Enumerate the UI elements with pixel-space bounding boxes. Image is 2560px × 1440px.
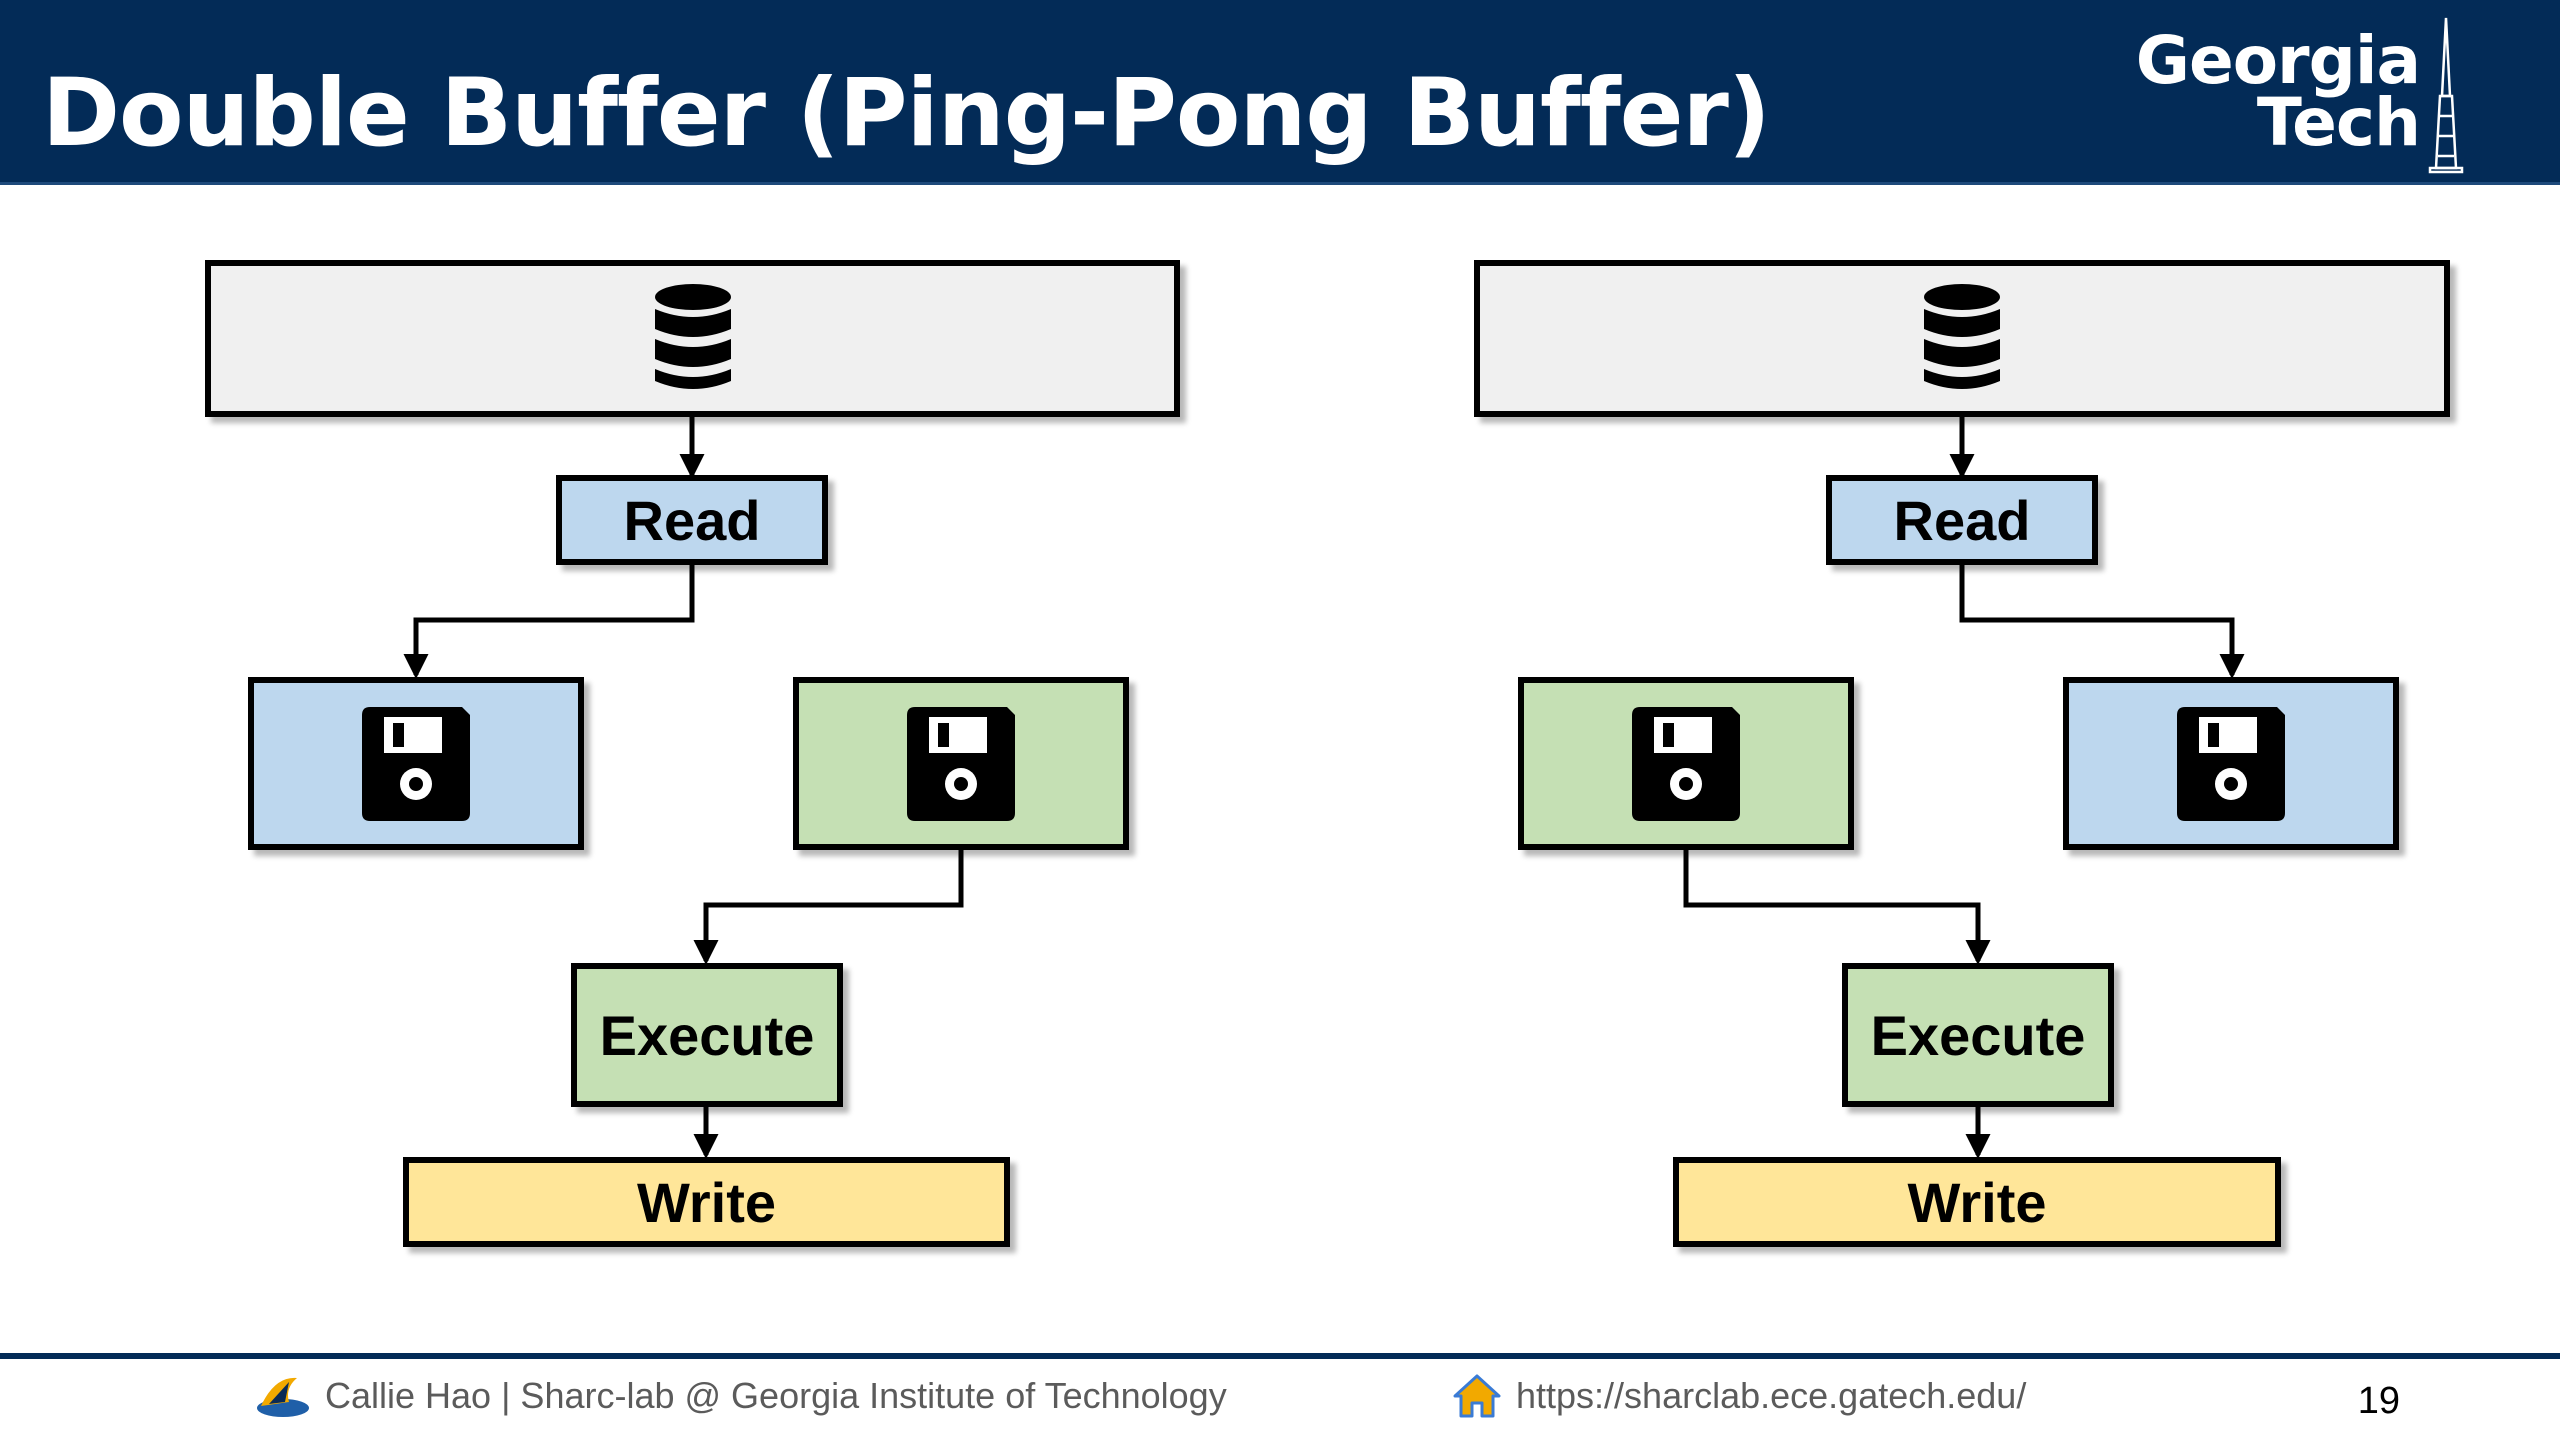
footer-credit: Callie Hao | Sharc-lab @ Georgia Institu… [255,1368,1227,1424]
left-storage-box [205,260,1180,417]
left-execute-label: Execute [599,1003,815,1067]
floppy-disk-icon [1632,706,1740,821]
page-number: 19 [2357,1380,2400,1422]
right-read-box: Read [1826,475,2098,565]
floppy-disk-icon [362,706,470,821]
right-storage-box [1474,260,2450,417]
arrow-left-read-to-buffer-a [403,565,695,680]
sharc-lab-logo-icon [257,1377,309,1417]
left-read-box: Read [556,475,828,565]
logo-line-georgia: Georgia [2135,22,2421,99]
database-icon [653,283,733,395]
georgia-tech-logo: Georgia Tech [2115,16,2470,176]
website-url-link[interactable]: https://sharclab.ece.gatech.edu/ [1516,1375,2027,1416]
home-icon [1453,1374,1501,1418]
connector-arrows [403,415,2245,1160]
left-buffer-a [248,677,584,850]
left-write-label: Write [637,1170,776,1234]
right-read-label: Read [1893,488,2031,552]
author-credit-text: Callie Hao | Sharc-lab @ Georgia Institu… [325,1375,1227,1416]
logo-line-tech: Tech [2256,84,2421,161]
floppy-disk-icon [2177,706,2285,821]
database-icon [1922,283,2002,395]
left-write-box: Write [403,1157,1010,1247]
arrow-right-buffer-a-to-execute [1683,850,1991,966]
right-buffer-a [1518,677,1854,850]
footer-divider [0,1353,2560,1359]
logo-wordmark: Georgia Tech [2135,22,2421,161]
footer-website[interactable]: https://sharclab.ece.gatech.edu/ [1452,1368,2026,1424]
right-execute-box: Execute [1842,963,2114,1107]
tech-tower-icon [2428,17,2464,174]
left-execute-box: Execute [571,963,843,1107]
left-buffer-b [793,677,1129,850]
slide-header: Double Buffer (Ping-Pong Buffer) Georgia… [0,0,2560,185]
floppy-disk-icon [907,706,1015,821]
right-write-label: Write [1907,1170,2047,1234]
slide-title: Double Buffer (Ping-Pong Buffer) [42,59,1771,168]
right-buffer-b [2063,677,2399,850]
arrow-right-read-to-buffer-b [1959,565,2245,680]
right-execute-label: Execute [1870,1003,2086,1067]
right-write-box: Write [1673,1157,2281,1247]
left-read-label: Read [623,488,761,552]
ping-pong-diagram: Read Execute Write [0,185,2560,1355]
arrow-left-buffer-b-to-execute [693,850,964,966]
